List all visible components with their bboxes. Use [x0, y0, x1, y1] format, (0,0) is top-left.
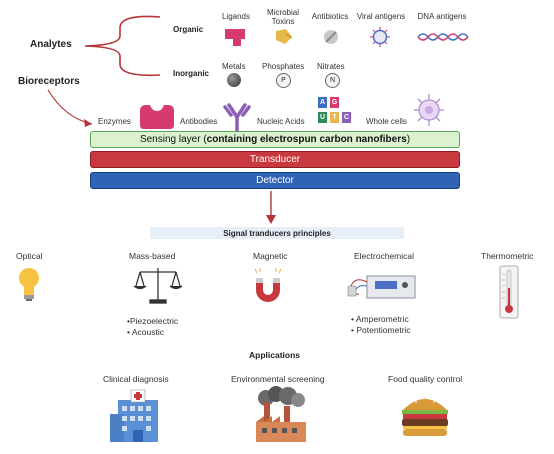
signal-principles-title: Signal tranducers principles	[150, 227, 404, 239]
mass-subtype-piezoelectric: •Piezoelectric	[127, 316, 179, 326]
inorganic-item-nitrates: Nitrates	[317, 62, 345, 71]
nucleotide-a: A	[318, 97, 327, 108]
organic-item-antibiotics: Antibiotics	[311, 12, 349, 21]
nitrate-icon: N	[325, 73, 340, 88]
bioreceptor-whole-cells: Whole cells	[366, 117, 407, 126]
application-icons	[110, 386, 448, 442]
detector-bar: Detector	[90, 172, 460, 189]
transducer-bar: Transducer	[90, 151, 460, 168]
toxin-icon	[276, 29, 293, 44]
principle-icons	[19, 265, 519, 319]
organic-item-ligands: Ligands	[221, 12, 251, 21]
analytes-brace-icon	[84, 15, 161, 77]
organic-item-viral: Viral antigens	[356, 12, 406, 21]
bioreceptor-antibodies: Antibodies	[180, 117, 218, 126]
bioreceptor-icons	[140, 103, 251, 133]
electro-subtype-amperometric: • Amperometric	[351, 314, 409, 324]
applications-title: Applications	[249, 350, 301, 360]
nucleotide-c: C	[342, 112, 351, 123]
hospital-icon	[110, 389, 158, 442]
burger-icon	[402, 397, 448, 436]
factory-icon	[256, 386, 306, 442]
dna-icon	[417, 33, 469, 41]
application-food: Food quality control	[388, 374, 463, 384]
lightbulb-icon	[19, 268, 39, 301]
principle-mass-based: Mass-based	[129, 251, 176, 261]
nucleotide-g: G	[330, 97, 339, 108]
principle-electrochemical: Electrochemical	[354, 251, 414, 261]
nucleotide-u: U	[318, 112, 327, 123]
magnet-icon	[254, 268, 282, 302]
balance-scale-icon	[133, 268, 183, 304]
nucleotide-t: T	[330, 112, 339, 123]
transducer-label: Transducer	[249, 154, 301, 165]
inorganic-item-metals: Metals	[222, 62, 246, 71]
potentiostat-icon	[347, 275, 416, 299]
inorganic-item-phosphates: Phosphates	[262, 62, 305, 71]
principle-magnetic: Magnetic	[253, 251, 288, 261]
bioreceptor-nucleic-acids: Nucleic Acids	[257, 117, 305, 126]
antibody-icon	[223, 103, 251, 133]
organic-label: Organic	[173, 25, 204, 34]
bioreceptor-enzymes: Enzymes	[98, 117, 131, 126]
whole-cell-icon	[414, 94, 444, 126]
ligand-icon	[225, 29, 245, 46]
analytes-label: Analytes	[30, 39, 72, 50]
sensing-layer-suffix: )	[406, 134, 411, 145]
bioreceptor-arrow-icon	[47, 89, 93, 125]
bioreceptor-arrowhead-icon	[84, 119, 92, 127]
enzyme-icon	[140, 105, 174, 129]
application-environmental: Environmental screening	[231, 374, 325, 384]
inorganic-label: Inorganic	[173, 69, 210, 78]
principle-thermometric: Thermometric	[481, 251, 534, 261]
phosphate-icon: P	[276, 73, 291, 88]
bioreceptors-label: Bioreceptors	[18, 76, 80, 87]
virus-icon	[370, 27, 390, 47]
sensing-layer-bold: containing electrospun carbon nanofibers	[206, 134, 407, 145]
brace-graphic	[47, 15, 161, 127]
mass-subtype-acoustic: • Acoustic	[127, 327, 164, 337]
thermometer-icon	[499, 265, 519, 319]
sensing-layer-prefix: Sensing layer (	[139, 134, 207, 145]
down-arrow-icon	[266, 191, 276, 224]
organic-item-toxins: Microbial Toxins	[266, 8, 299, 26]
metal-icon	[227, 73, 241, 87]
antibiotic-icon	[324, 30, 338, 44]
principle-optical: Optical	[16, 251, 43, 261]
application-clinical: Clinical diagnosis	[103, 374, 169, 384]
detector-label: Detector	[256, 175, 294, 186]
organic-item-dna: DNA antigens	[417, 12, 467, 21]
organic-icons	[225, 27, 469, 47]
electro-subtype-potentiometric: • Potentiometric	[351, 325, 411, 335]
sensing-layer-bar: Sensing layer (containing electrospun ca…	[90, 131, 460, 148]
